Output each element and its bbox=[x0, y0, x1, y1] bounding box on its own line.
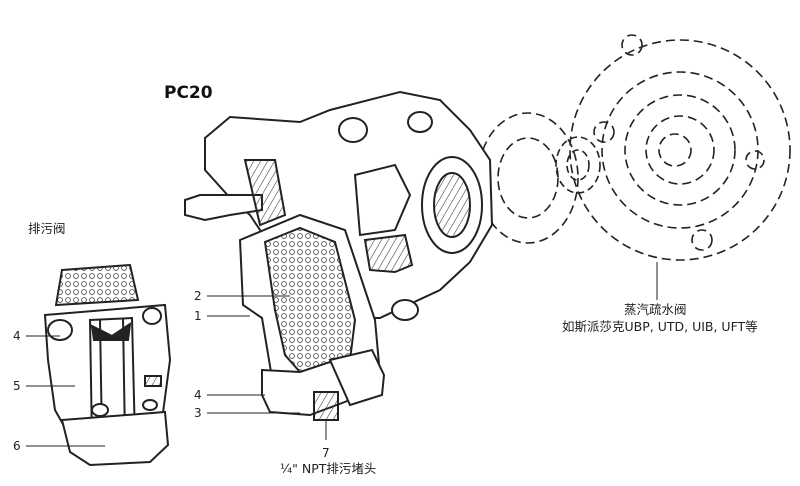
callout-left-6: 6 bbox=[13, 439, 21, 453]
drain-valve-cutaway bbox=[43, 263, 172, 467]
left-callout-leaders bbox=[26, 335, 105, 447]
steam-trap-dashed-outline bbox=[569, 34, 791, 261]
callout-bottom-7: 7 bbox=[322, 446, 330, 460]
callout-mid-2: 2 bbox=[194, 289, 202, 303]
drain-plug-label: ¼" NPT排污堵头 bbox=[280, 461, 377, 476]
gasket-small bbox=[555, 136, 601, 194]
callout-mid-4: 4 bbox=[194, 388, 202, 402]
drain-valve-label: 排污阀 bbox=[28, 221, 66, 236]
pc20-connector-body bbox=[184, 90, 494, 321]
steam-trap-label: 蒸汽疏水阀 bbox=[624, 302, 687, 317]
mid-callout-leaders bbox=[207, 295, 300, 414]
callout-mid-3: 3 bbox=[194, 406, 202, 420]
callout-left-4: 4 bbox=[13, 329, 21, 343]
product-title: PC20 bbox=[164, 83, 213, 103]
steam-trap-models-label: 如斯派莎克UBP, UTD, UIB, UFT等 bbox=[562, 319, 758, 334]
strainer-column bbox=[238, 213, 386, 440]
callout-left-5: 5 bbox=[13, 379, 21, 393]
gasket-large bbox=[477, 112, 579, 244]
callout-mid-1: 1 bbox=[194, 309, 202, 323]
